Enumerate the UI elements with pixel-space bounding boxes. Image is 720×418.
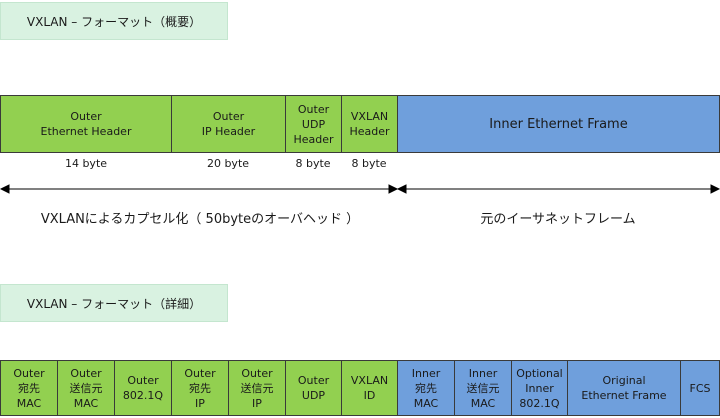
field-outer-ip-header: Outer IP Header: [171, 95, 286, 153]
detail-frame-row: Outer 宛先 MAC Outer 送信元 MAC Outer 802.1Q …: [0, 360, 720, 416]
field-inner-src-mac: Inner 送信元 MAC: [454, 360, 512, 416]
overview-frame-row: Outer Ethernet Header Outer IP Header Ou…: [0, 95, 720, 153]
field-original-ethernet-frame: Original Ethernet Frame: [567, 360, 681, 416]
span-arrows: [0, 184, 720, 194]
overview-title: VXLAN – フォーマット（概要）: [0, 2, 228, 40]
original-frame-caption: 元のイーサネットフレーム: [480, 212, 636, 227]
encapsulation-left-arrowhead: [0, 184, 10, 194]
encapsulation-caption: VXLANによるカプセル化（ 50byteのオーバヘッド ）: [40, 212, 360, 227]
field-optional-inner-802-1q: Optional Inner 802.1Q: [511, 360, 568, 416]
field-outer-udp: Outer UDP: [285, 360, 342, 416]
field-vxlan-id: VXLAN ID: [341, 360, 398, 416]
field-outer-802-1q: Outer 802.1Q: [114, 360, 172, 416]
field-outer-udp-header: Outer UDP Header: [285, 95, 342, 153]
field-outer-src-ip: Outer 送信元 IP: [228, 360, 286, 416]
detail-title: VXLAN – フォーマット（詳細）: [0, 284, 228, 322]
size-outer-ethernet: 14 byte: [64, 157, 108, 170]
field-outer-src-mac: Outer 送信元 MAC: [57, 360, 115, 416]
field-inner-ethernet-frame: Inner Ethernet Frame: [397, 95, 720, 153]
size-outer-ip: 20 byte: [206, 157, 250, 170]
size-vxlan: 8 byte: [351, 157, 387, 170]
field-vxlan-header: VXLAN Header: [341, 95, 398, 153]
field-fcs: FCS: [680, 360, 720, 416]
field-inner-dst-mac: Inner 宛先 MAC: [397, 360, 455, 416]
field-outer-ethernet-header: Outer Ethernet Header: [0, 95, 172, 153]
field-outer-dst-mac: Outer 宛先 MAC: [0, 360, 58, 416]
field-outer-dst-ip: Outer 宛先 IP: [171, 360, 229, 416]
size-outer-udp: 8 byte: [295, 157, 331, 170]
original-frame-left-arrowhead: [396, 184, 407, 194]
encapsulation-right-arrowhead: [388, 184, 399, 194]
original-frame-right-arrowhead: [710, 184, 720, 194]
